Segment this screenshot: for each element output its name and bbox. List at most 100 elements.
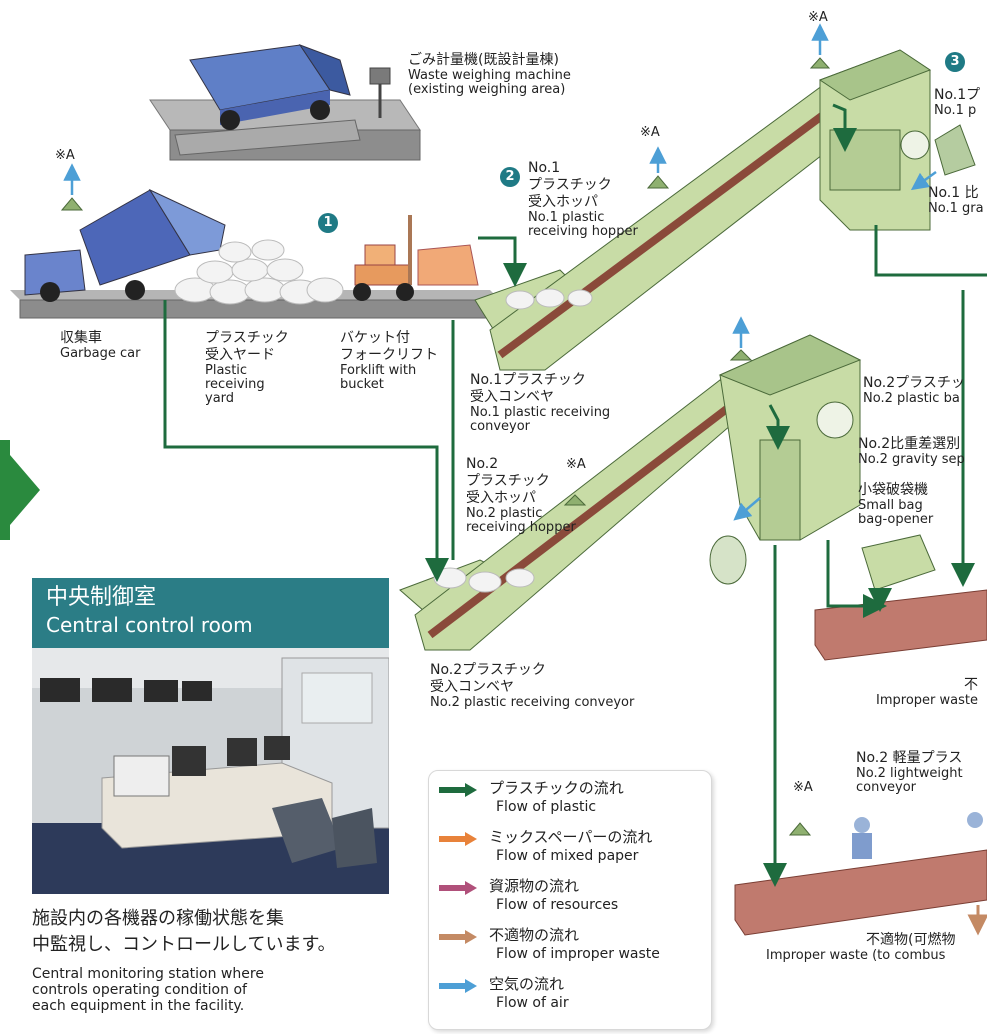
conv2-label: No.2プラスチック 受入コンベヤ No.2 plastic receiving… xyxy=(430,662,634,710)
weighing-label-en1: Waste weighing machine xyxy=(408,68,571,83)
legend-label-en: Flow of improper waste xyxy=(496,946,660,962)
no2-gravity-jp: No.2比重差選別 xyxy=(858,436,961,452)
conv1-en1: No.1 plastic receiving xyxy=(470,405,611,420)
improper-en: Improper waste xyxy=(876,693,978,708)
flow-arrow-icon xyxy=(439,881,477,895)
forklift-label: バケット付 フォークリフト Forklift with bucket xyxy=(340,330,438,392)
legend-label-jp: 空気の流れ xyxy=(489,975,565,993)
garbage-car-jp: 収集車 xyxy=(60,330,102,346)
flow-arrow-shape-4 xyxy=(439,979,477,993)
flow-arrow-shape-0 xyxy=(439,783,477,797)
air-mark-1: ※A xyxy=(55,148,75,163)
legend-label-en: Flow of resources xyxy=(496,897,619,913)
improper2-jp: 不適物(可燃物 xyxy=(866,932,956,948)
yard-en2: receiving xyxy=(205,377,265,392)
control-room-desc-jp1: 施設内の各機器の稼働状態を集 xyxy=(32,908,284,929)
air-mark-3: ※A xyxy=(808,10,828,25)
improper-waste-conveyor xyxy=(814,589,987,661)
no2-gravity-en: No.2 gravity sep xyxy=(858,452,965,467)
no2-conveyor xyxy=(399,379,761,651)
control-room-photo xyxy=(32,648,389,894)
flow-arrow-icon xyxy=(439,832,477,846)
hopper1-jp3: 受入ホッパ xyxy=(528,194,598,210)
control-room-title-jp: 中央制御室 xyxy=(46,585,157,610)
step-3-badge: 3 xyxy=(945,52,965,72)
flow-arrow-icon xyxy=(439,783,477,797)
no1-right-jp: No.1プ xyxy=(934,87,981,103)
control-room-desc-en2: controls operating condition of xyxy=(32,982,247,998)
yard-jp2: 受入ヤード xyxy=(205,347,275,363)
hopper1-label: No.1 プラスチック 受入ホッパ No.1 plastic receiving… xyxy=(528,160,638,239)
step-1-badge: 1 xyxy=(318,213,338,233)
legend-label-jp: プラスチックの流れ xyxy=(489,779,624,797)
small-bag-jp: 小袋破袋機 xyxy=(858,482,928,498)
forklift-jp1: バケット付 xyxy=(340,330,410,346)
improper-jp: 不 xyxy=(964,677,978,693)
lightweight-jp: No.2 軽量プラス xyxy=(856,750,963,766)
yard-label: プラスチック 受入ヤード Plastic receiving yard xyxy=(205,330,289,406)
flow-arrow-icon xyxy=(439,930,477,944)
left-arrow-icon xyxy=(0,440,40,540)
hopper1-jp2: プラスチック xyxy=(528,177,612,193)
control-room-header: 中央制御室 Central control room xyxy=(32,578,389,648)
small-bag-en1: Small bag xyxy=(858,498,923,513)
flow-arrow-icon xyxy=(439,979,477,993)
legend-label-en: Flow of mixed paper xyxy=(496,848,639,864)
no1-b-jp: No.1 比 xyxy=(928,185,979,201)
step-2-badge: 2 xyxy=(500,167,520,187)
no1-right-label: No.1プ No.1 p xyxy=(934,87,980,118)
lightweight-conveyor xyxy=(734,812,987,936)
conv2-jp1: No.2プラスチック xyxy=(430,662,546,678)
receiving-yard xyxy=(10,188,501,319)
conv2-jp2: 受入コンベヤ xyxy=(430,679,514,695)
no1-b-en: No.1 gra xyxy=(928,201,984,216)
no2-bag-label: No.2プラスチッ No.2 plastic ba xyxy=(863,375,965,406)
no1-right-en: No.1 p xyxy=(934,103,977,118)
hopper2-en2: receiving hopper xyxy=(466,520,576,535)
improper2-en: Improper waste (to combus xyxy=(766,948,946,963)
small-bag-label: 小袋破袋機 Small bag bag-opener xyxy=(858,482,933,527)
legend-label-jp: 不適物の流れ xyxy=(489,926,580,944)
weighing-machine xyxy=(149,43,421,161)
central-control-room-panel: 中央制御室 Central control room 施設内の各機器の稼働状態を… xyxy=(32,578,389,1034)
no1-b-label: No.1 比 No.1 gra xyxy=(928,185,984,216)
lightweight-en1: No.2 lightweight xyxy=(856,766,963,781)
weighing-label: ごみ計量機(既設計量棟) Waste weighing machine (exi… xyxy=(408,52,571,97)
forklift-en2: bucket xyxy=(340,377,384,392)
air-mark-4: ※A xyxy=(566,457,586,472)
legend-label-en: Flow of air xyxy=(496,995,569,1011)
air-mark-5: ※A xyxy=(793,780,813,795)
improper-label: 不 Improper waste xyxy=(866,677,978,708)
flow-legend: プラスチックの流れ Flow of plastic ミックスペーパーの流れ Fl… xyxy=(428,770,712,1030)
flow-arrow-shape-2 xyxy=(439,881,477,895)
control-room-desc-en: Central monitoring station where control… xyxy=(32,966,389,1014)
no2-bag-jp: No.2プラスチッ xyxy=(863,375,965,391)
yard-en3: yard xyxy=(205,391,235,406)
legend-label-jp: ミックスペーパーの流れ xyxy=(489,828,653,846)
hopper1-en2: receiving hopper xyxy=(528,224,638,239)
hopper2-en1: No.2 plastic xyxy=(466,506,543,521)
no1-conveyor xyxy=(474,79,881,371)
hopper1-en1: No.1 plastic xyxy=(528,210,605,225)
air-vent-icon xyxy=(60,57,831,836)
lightweight-label: No.2 軽量プラス No.2 lightweight conveyor xyxy=(856,750,963,795)
conv2-en: No.2 plastic receiving conveyor xyxy=(430,695,635,710)
hopper2-jp2: プラスチック xyxy=(466,473,550,489)
legend-label-jp: 資源物の流れ xyxy=(489,877,580,895)
yard-en1: Plastic xyxy=(205,363,248,378)
control-room-desc-en1: Central monitoring station where xyxy=(32,966,264,982)
improper2-label: 不適物(可燃物 Improper waste (to combus xyxy=(766,932,955,963)
weighing-label-en2: (existing weighing area) xyxy=(408,82,566,97)
conv1-en2: conveyor xyxy=(470,419,531,434)
conv1-jp2: 受入コンベヤ xyxy=(470,389,554,405)
yard-jp1: プラスチック xyxy=(205,330,289,346)
garbage-car-en: Garbage car xyxy=(60,346,141,361)
hopper2-jp1: No.2 xyxy=(466,456,499,472)
weighing-label-jp: ごみ計量機(既設計量棟) xyxy=(408,52,559,68)
no2-gravity-label: No.2比重差選別 No.2 gravity sep xyxy=(858,436,965,467)
no2-tower xyxy=(709,334,936,591)
air-mark-2: ※A xyxy=(640,125,660,140)
control-room-desc-jp: 施設内の各機器の稼働状態を集 中監視し、コントロールしています。 xyxy=(32,906,389,958)
conv1-label: No.1プラスチック 受入コンベヤ No.1 plastic receiving… xyxy=(470,372,610,434)
